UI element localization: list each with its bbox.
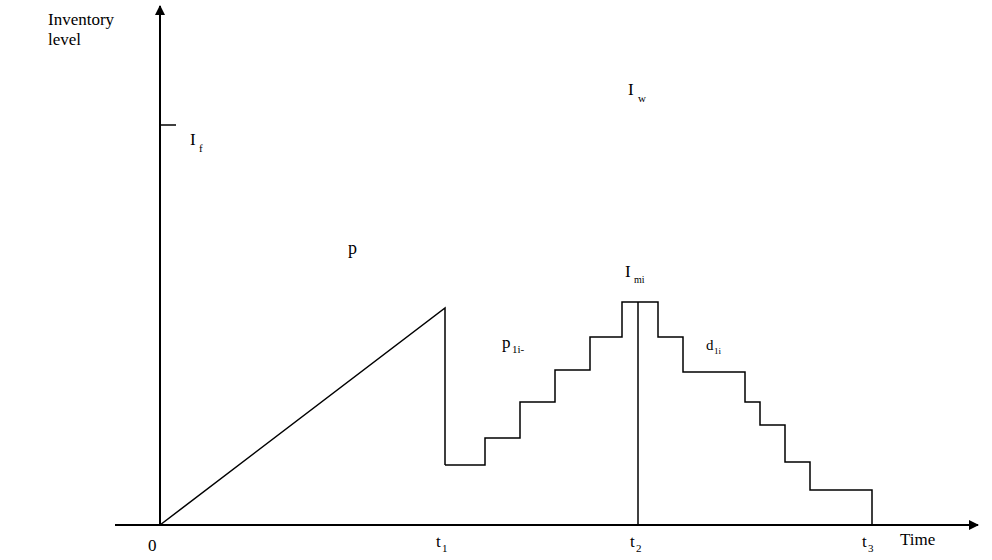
level-symbol: I: [190, 130, 196, 150]
subscript: f: [199, 142, 203, 155]
rate-label: d: [706, 337, 714, 354]
origin-label: 0: [148, 536, 157, 556]
level-symbol: I: [628, 80, 634, 100]
x-axis: [115, 524, 978, 526]
subscript: 1i-: [512, 343, 524, 356]
production-line: [160, 308, 445, 525]
level-symbol: I: [625, 262, 631, 282]
subscript: 1: [442, 542, 448, 555]
rate-label: p: [348, 238, 357, 259]
rate-label: p: [502, 333, 511, 353]
axis-title: Time: [900, 530, 935, 550]
time-mark: t: [862, 532, 867, 552]
subscript: mi: [634, 274, 645, 286]
subscript: 1i: [714, 346, 721, 356]
y-axis: [159, 6, 161, 525]
tick-mark: [160, 124, 176, 126]
subscript: w: [638, 92, 646, 105]
subscript: 2: [636, 542, 642, 555]
step-curve: [445, 302, 872, 525]
axis-title: Inventory level: [48, 10, 128, 49]
subscript: 3: [868, 542, 874, 555]
t2-marker: [637, 302, 639, 525]
time-mark: t: [436, 532, 441, 552]
time-mark: t: [630, 532, 635, 552]
